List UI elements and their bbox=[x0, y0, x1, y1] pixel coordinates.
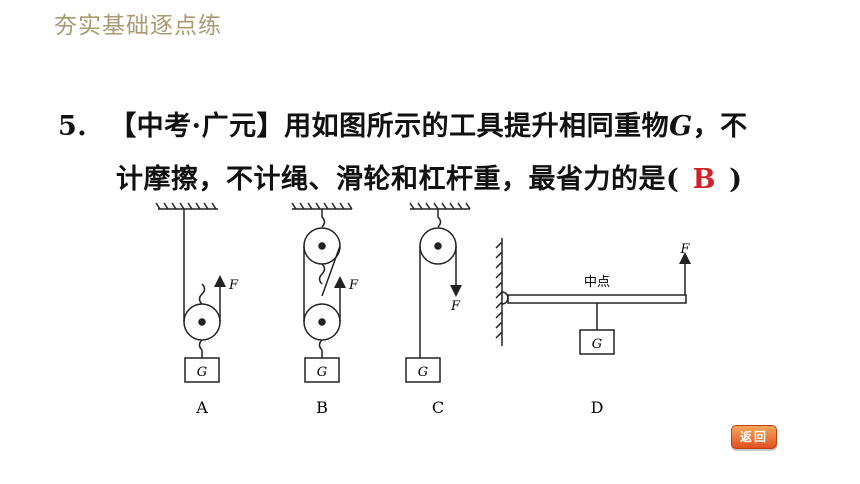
option-c-weight-label: G bbox=[418, 365, 428, 380]
option-a-label: A bbox=[195, 398, 208, 417]
question-text-2b: ) bbox=[729, 164, 743, 195]
pulley-lever-figure: G F A G F B G F C bbox=[155, 202, 691, 417]
option-d-diagram bbox=[495, 238, 691, 355]
option-b-weight-label: G bbox=[317, 365, 327, 380]
answer-text: B bbox=[692, 164, 716, 195]
question-text-1a: 【中考·广元】用如图所示的工具提升相同重物 bbox=[109, 111, 670, 142]
question-text-1b: ，不 bbox=[692, 111, 748, 142]
option-c-force-label: F bbox=[450, 299, 461, 314]
option-d-force-label: F bbox=[679, 242, 690, 257]
option-a-force-label: F bbox=[228, 278, 239, 293]
question-number: 5. bbox=[58, 111, 88, 142]
option-d-weight-label: G bbox=[592, 337, 602, 352]
option-b-diagram bbox=[291, 202, 353, 383]
question-text-2a: 计摩擦，不计绳、滑轮和杠杆重，最省力的是( bbox=[116, 164, 680, 195]
option-c-label: C bbox=[432, 398, 444, 417]
question-line-2: 计摩擦，不计绳、滑轮和杠杆重，最省力的是( B) bbox=[116, 157, 743, 196]
option-b-force-label: F bbox=[348, 278, 359, 293]
option-b-label: B bbox=[316, 398, 328, 417]
section-header: 夯实基础逐点练 bbox=[54, 13, 222, 39]
question-line-1: 5. 【中考·广元】用如图所示的工具提升相同重物G，不 bbox=[58, 104, 748, 143]
option-d-label: D bbox=[591, 398, 604, 417]
back-button[interactable]: 返回 bbox=[731, 425, 777, 449]
option-a-weight-label: G bbox=[197, 365, 207, 380]
weight-symbol: G bbox=[669, 111, 693, 142]
option-c-diagram bbox=[405, 202, 471, 383]
option-a-diagram bbox=[155, 202, 226, 383]
midpoint-label: 中点 bbox=[584, 275, 610, 290]
